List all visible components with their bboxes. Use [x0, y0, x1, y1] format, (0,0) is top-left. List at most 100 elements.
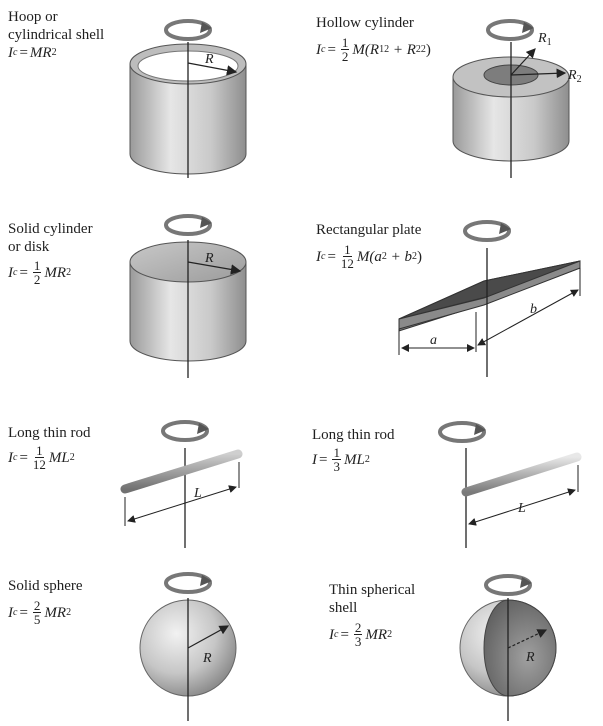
formula-rhs: MR	[44, 264, 67, 281]
formula-lhs: I	[316, 41, 321, 58]
sphere-radius-label: R	[202, 651, 212, 666]
formula-eq: =	[19, 45, 28, 61]
solid-cylinder-title: Solid cylinder or disk	[8, 220, 93, 256]
formula-rhs: M(a	[356, 248, 382, 265]
frac-den: 3	[354, 634, 362, 649]
formula-exp: 2	[364, 453, 370, 465]
formula-rhs: M(R	[352, 41, 380, 58]
r2-sub: 2	[415, 43, 421, 55]
frac-num: 2	[353, 620, 363, 635]
frac-num: 1	[35, 443, 44, 458]
frac-den: 5	[33, 612, 41, 627]
formula-exp: 2	[66, 606, 72, 618]
rod-center-shape	[120, 448, 243, 548]
hollow-r1-label: R1	[537, 31, 552, 48]
thin-spherical-shell-shape	[459, 598, 557, 721]
frac-num: 1	[340, 35, 350, 50]
rod-center-length-label: L	[193, 486, 202, 501]
hoop-radius-label: R	[204, 52, 214, 67]
formula-sub: c	[13, 606, 18, 618]
formula-rhs: ML	[48, 449, 70, 466]
formula-eq: =	[327, 248, 336, 265]
formula-sub: c	[13, 47, 18, 58]
formula-lhs: I	[316, 248, 321, 265]
frac-den: 2	[341, 49, 349, 64]
rotation-arrow-icon-solid-cylinder	[164, 214, 212, 236]
formula-exp: 2	[51, 47, 57, 58]
formula-exp: 2	[69, 451, 75, 463]
formula-sub: c	[334, 628, 339, 640]
formula-eq: =	[327, 41, 336, 58]
frac-num: 1	[343, 242, 352, 257]
formula-eq: =	[19, 264, 28, 281]
formula-lhs: I	[8, 449, 13, 466]
plate-title: Rectangular plate	[316, 222, 422, 238]
formula-exp: 2	[66, 266, 72, 278]
formula-eq: =	[319, 451, 328, 468]
rotation-arrow-icon-rod-end	[438, 421, 486, 443]
formula-eq: =	[340, 626, 349, 643]
formula-plus: + R	[389, 41, 416, 58]
plate-a-label: a	[430, 333, 437, 348]
rotation-arrow-icon-sphere	[164, 572, 212, 594]
rotation-arrow-icon-rod-center	[161, 420, 209, 442]
hollow-cylinder-shape	[452, 42, 570, 178]
solid-sphere-shape	[139, 598, 237, 721]
frac-den: 2	[33, 272, 41, 287]
formula-eq: =	[19, 449, 28, 466]
exp2: 2	[420, 43, 426, 55]
formula-close: )	[417, 248, 423, 265]
rod-end-length-label: L	[517, 501, 526, 516]
formula-lhs: I	[329, 626, 334, 643]
rod-end-shape	[461, 448, 582, 548]
rotation-arrow-icon-hollow	[486, 19, 534, 41]
formula-sub: c	[321, 43, 326, 55]
formula-rhs: ML	[343, 451, 365, 468]
frac-den: 3	[333, 459, 340, 474]
rod-end-title: Long thin rod	[312, 427, 395, 443]
hoop-cylinder-shape	[129, 42, 247, 178]
r1-sub: 1	[379, 43, 385, 55]
shell-title: Thin spherical shell	[329, 581, 415, 617]
solid-cylinder-shape	[129, 240, 247, 378]
exp1: 2	[384, 43, 390, 55]
shell-radius-label: R	[525, 650, 535, 665]
frac-num: 2	[32, 598, 42, 613]
formula-sub: c	[321, 250, 326, 262]
hoop-title-line2: cylindrical shell	[8, 27, 105, 43]
frac-den: 12	[32, 457, 46, 472]
formula-sub: c	[13, 266, 18, 278]
sphere-title: Solid sphere	[8, 578, 83, 594]
exp2: 2	[412, 250, 418, 262]
formula-lhs: I	[8, 45, 13, 61]
rotation-arrow-icon-hoop	[164, 19, 212, 41]
frac-num: 1	[32, 258, 42, 273]
formula-rhs: MR	[365, 626, 388, 643]
rod-center-title: Long thin rod	[8, 425, 91, 441]
rectangular-plate-shape	[398, 248, 581, 377]
rotation-arrow-icon-shell	[484, 574, 532, 596]
solid-cylinder-title-line1: Solid cylinder	[8, 221, 93, 237]
formula-sub: c	[13, 451, 18, 463]
hoop-title: Hoop or cylindrical shell	[8, 8, 104, 44]
formula-plus: + b	[386, 248, 413, 265]
formula-lhs: I	[8, 264, 13, 281]
exp1: 2	[381, 250, 387, 262]
hoop-title-line1: Hoop or	[8, 9, 58, 25]
frac-den: 12	[340, 256, 354, 271]
frac-num: 1	[332, 445, 341, 460]
